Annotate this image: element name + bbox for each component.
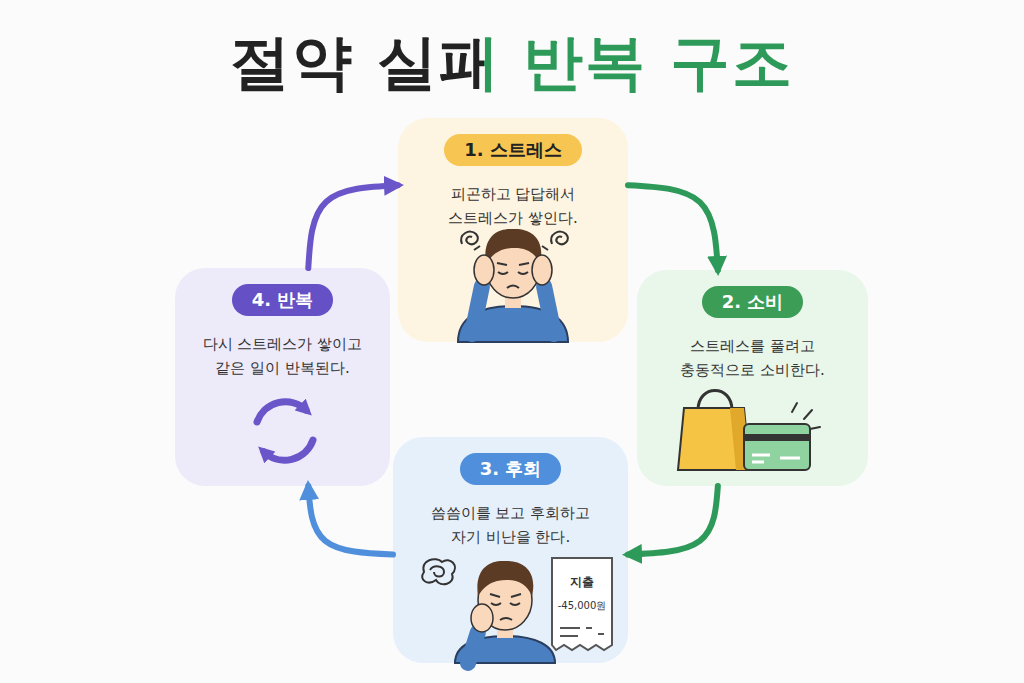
stressed-person [472,286,482,334]
stressed-person [507,286,519,289]
step-heading: 2. 소비 [702,286,804,318]
stressed-person [532,255,552,285]
shopping-bag [730,408,750,470]
flow-arrow [308,185,398,268]
credit-card [752,455,800,462]
stressed-person [498,272,508,274]
regretful-person [497,622,513,638]
step-heading: 3. 후회 [460,453,562,485]
stressed-person [519,263,529,265]
receipt [552,558,612,650]
stressed-person [458,229,568,342]
stage-box: 1. 스트레스피곤하고 답답해서 스트레스가 쌓인다. [398,118,628,342]
stressed-person [542,246,548,250]
regretful-person [510,603,520,605]
step-description: 스트레스를 풀려고 충동적으로 소비한다. [665,334,841,382]
regretful-person [468,632,478,663]
stressed-person [474,255,494,285]
receipt [560,628,604,636]
stressed-person [497,263,507,265]
regretful-person [455,636,555,663]
step-heading: 4. 반복 [232,284,334,316]
credit-card [744,424,810,470]
step-description: 씀씀이를 보고 후회하고 자기 비난을 한다. [416,501,606,549]
credit-card [744,403,820,470]
step-description: 피곤하고 답답해서 스트레스가 쌓인다. [425,182,601,230]
shopping-bag [678,391,750,471]
receipt [552,558,612,650]
regretful-person [471,604,493,632]
stressed-person [461,232,478,245]
step-heading: 1. 스트레스 [444,134,582,166]
regretful-person [500,618,512,620]
receipt-text: 지출 [552,574,612,591]
regretful-person [477,561,533,596]
stressed-person [474,246,480,250]
flow-arrow [308,486,393,555]
shopping-bag [698,391,732,411]
stressed-person [518,272,528,274]
stressed-person [486,238,540,298]
regretful-person [490,594,521,597]
flow-arrow [628,486,718,555]
shopping-bag [678,408,750,470]
stressed-person [505,292,521,308]
cycle-icon [264,440,313,460]
regretful-person [478,570,532,630]
step-description: 다시 스트레스가 쌓이고 같은 일이 반복된다. [195,332,371,380]
regretful-person [422,559,455,584]
stressed-person [458,306,568,342]
cycle-icon [257,402,306,422]
stressed-person [544,286,554,334]
credit-card [792,403,820,429]
cycle-icon [257,402,313,460]
stressed-person [485,229,541,264]
stage-box: 4. 반복다시 스트레스가 쌓이고 같은 일이 반복된다. [175,268,390,486]
stressed-person [551,232,568,245]
stage-box: 2. 소비스트레스를 풀려고 충동적으로 소비한다. [637,270,868,486]
flow-arrow [628,185,718,270]
stage-box: 3. 후회씀씀이를 보고 후회하고 자기 비난을 한다. [393,437,628,663]
credit-card [745,434,809,441]
regretful-person [422,559,555,663]
regretful-person [491,603,501,605]
receipt-text: -45,000원 [552,599,612,613]
diagram-title: 절약 실패 반복 구조 [230,22,795,102]
